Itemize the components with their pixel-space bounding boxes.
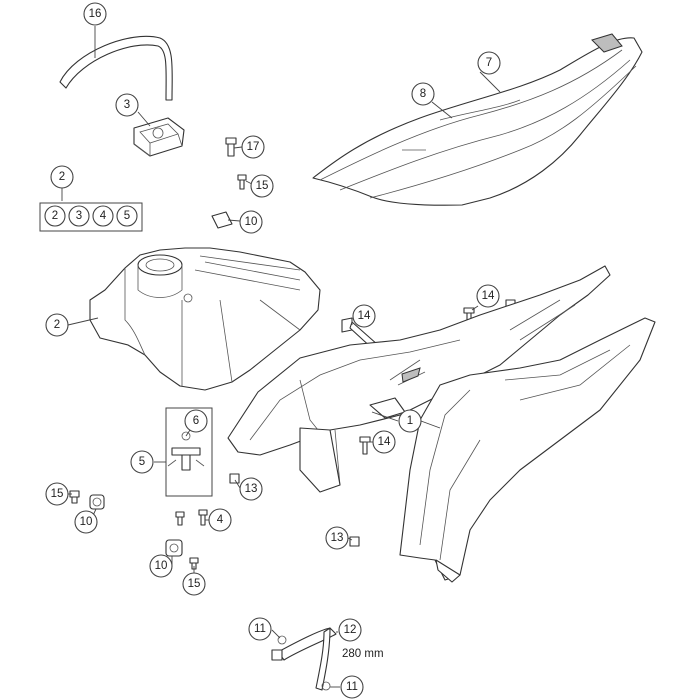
svg-text:6: 6 [193, 415, 199, 427]
spacer-sleeve-10-upper-part [211, 211, 233, 229]
svg-text:4: 4 [217, 514, 224, 526]
svg-text:13: 13 [331, 532, 344, 544]
fuel-tap-kit-box [165, 407, 213, 497]
callout-17: 17 [241, 135, 265, 159]
seat-part [312, 33, 643, 206]
svg-text:3: 3 [76, 210, 82, 222]
callout-3: 3 [115, 93, 139, 117]
callout-13-left: 13 [239, 477, 263, 501]
fuel-cap-part [133, 117, 185, 157]
svg-text:3: 3 [124, 99, 130, 111]
svg-text:13: 13 [245, 483, 258, 495]
svg-text:17: 17 [247, 141, 260, 153]
callout-10-upper: 10 [239, 210, 263, 234]
screws-4-part [175, 509, 208, 526]
screw-15-left-part [69, 490, 80, 504]
callout-4: 4 [208, 508, 232, 532]
svg-text:8: 8 [420, 88, 426, 100]
svg-text:15: 15 [256, 180, 269, 192]
svg-text:5: 5 [139, 456, 145, 468]
screw-17-part [225, 137, 237, 157]
svg-text:1: 1 [407, 415, 413, 427]
fuel-tank-kit-box [39, 202, 143, 232]
svg-text:14: 14 [482, 290, 495, 302]
left-side-panel-part [227, 265, 611, 493]
callout-14-right: 14 [476, 284, 500, 308]
svg-text:16: 16 [89, 8, 102, 20]
callout-8: 8 [411, 82, 435, 106]
fuel-hose-part [271, 627, 337, 691]
svg-text:2: 2 [59, 171, 65, 183]
vent-hose-part [59, 35, 173, 101]
callout-11-upper: 11 [248, 617, 272, 641]
callout-13-lower: 13 [325, 526, 349, 550]
fuel-tank-part [89, 247, 321, 391]
callout-7: 7 [477, 51, 501, 75]
svg-text:10: 10 [155, 560, 168, 572]
callout-kit-5: 5 [116, 205, 138, 227]
callout-2-tank: 2 [45, 313, 69, 337]
callout-kit-3: 3 [68, 205, 90, 227]
nut-13-lower-part [349, 536, 360, 547]
svg-text:15: 15 [51, 488, 64, 500]
svg-text:15: 15 [188, 578, 201, 590]
right-side-panel-part [399, 317, 656, 583]
svg-text:5: 5 [124, 210, 130, 222]
screw-15-upper-part [237, 174, 247, 190]
spacer-10-lower-part [165, 539, 183, 557]
callout-15-upper: 15 [250, 174, 274, 198]
svg-text:10: 10 [80, 516, 93, 528]
svg-text:4: 4 [100, 210, 107, 222]
callout-15-left: 15 [45, 482, 69, 506]
svg-text:2: 2 [52, 210, 58, 222]
svg-text:7: 7 [486, 57, 492, 69]
callout-kit-2: 2 [44, 205, 66, 227]
callout-2-kit-header: 2 [50, 165, 74, 189]
callout-14-lower: 14 [372, 430, 396, 454]
callout-16: 16 [83, 2, 107, 26]
callout-15-lower: 15 [182, 572, 206, 596]
callout-14-left: 14 [352, 304, 376, 328]
hose-length-label: 280 mm [342, 648, 384, 660]
callout-10-left: 10 [74, 510, 98, 534]
nut-13-left-part [229, 473, 240, 484]
svg-text:11: 11 [346, 681, 358, 693]
bolt-14-lower-part [359, 436, 371, 455]
svg-text:11: 11 [254, 623, 266, 635]
svg-text:12: 12 [344, 624, 357, 636]
callout-11-lower: 11 [340, 675, 364, 699]
fuel-tap-part [167, 431, 205, 471]
callout-5: 5 [130, 450, 154, 474]
spacer-10-left-part [89, 494, 105, 510]
svg-text:2: 2 [54, 319, 60, 331]
svg-text:10: 10 [245, 216, 258, 228]
callout-6: 6 [184, 409, 208, 433]
svg-text:14: 14 [358, 310, 371, 322]
leader-lines [61, 26, 501, 688]
callout-kit-4: 4 [92, 205, 114, 227]
callout-10-lower: 10 [149, 554, 173, 578]
svg-text:14: 14 [378, 436, 391, 448]
callout-12: 12 [338, 618, 362, 642]
callout-1: 1 [398, 409, 422, 433]
